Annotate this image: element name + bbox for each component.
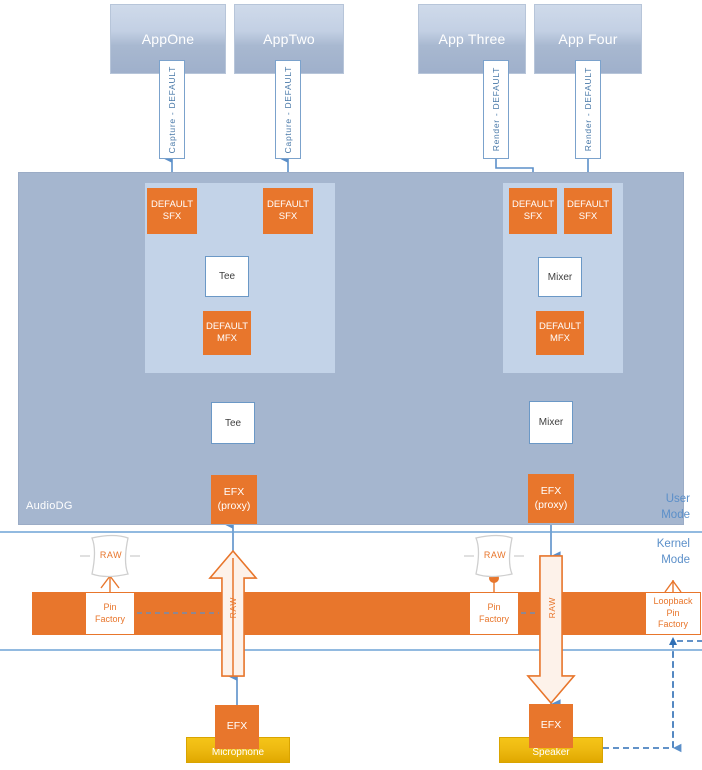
stream-box-render-appfour[interactable]: Render - DEFAULT	[575, 60, 601, 159]
sfx-line-1: DEFAULT	[150, 199, 194, 211]
mfx-line-2: MFX	[216, 333, 238, 344]
node-label: Tee	[218, 271, 236, 282]
raw-node-right-label: RAW	[483, 550, 507, 560]
pin-factory-line-2: Factory	[94, 613, 125, 624]
efx-label: EFX	[226, 720, 248, 733]
pin-factory-line-1: Pin	[487, 601, 501, 612]
render-default-mfx[interactable]: DEFAULT MFX	[536, 311, 584, 355]
sfx-line-1: DEFAULT	[566, 199, 610, 211]
node-label: Tee	[224, 417, 242, 429]
pin-factory-line-1: Pin	[103, 601, 117, 612]
mfx-line-1: DEFAULT	[205, 321, 249, 333]
sfx-line-1: DEFAULT	[266, 199, 310, 211]
sfx-line-2: SFX	[278, 211, 298, 222]
device-label: Microphone	[211, 747, 265, 758]
app-label: AppTwo	[263, 31, 315, 47]
app-box-appthree[interactable]: App Three	[418, 4, 526, 74]
loopback-arrowhead	[669, 637, 677, 645]
loopback-line-1: Loopback	[653, 595, 693, 606]
raw-arrow-left-label: RAW	[228, 597, 238, 619]
capture-default-sfx-2[interactable]: DEFAULT SFX	[263, 188, 313, 234]
efx-line-2: (proxy)	[534, 498, 568, 511]
stream-label: Render - DEFAULT	[491, 67, 501, 152]
node-label: Mixer	[547, 271, 573, 283]
user-mode-line-2: Mode	[661, 508, 690, 521]
kernel-mode-line-1: Kernel	[656, 538, 690, 550]
pin-factory-line-2: Factory	[478, 613, 509, 624]
sfx-line-1: DEFAULT	[511, 199, 555, 211]
user-mode-label: User Mode	[661, 492, 690, 523]
sfx-line-2: SFX	[523, 211, 543, 222]
user-mode-line-1: User	[665, 493, 690, 505]
stream-box-render-appthree[interactable]: Render - DEFAULT	[483, 60, 509, 159]
stream-label: Capture - DEFAULT	[167, 65, 177, 154]
node-label: Mixer	[538, 417, 564, 428]
efx-line-1: EFX	[540, 485, 562, 498]
stream-label: Render - DEFAULT	[583, 67, 593, 152]
capture-default-mfx[interactable]: DEFAULT MFX	[203, 311, 251, 355]
stream-box-capture-apptwo[interactable]: Capture - DEFAULT	[275, 60, 301, 159]
pin-factory-render[interactable]: Pin Factory	[469, 592, 519, 635]
stream-label: Capture - DEFAULT	[283, 65, 293, 154]
render-mixer-inner[interactable]: Mixer	[538, 257, 582, 297]
device-label: Speaker	[532, 747, 570, 758]
pin-factory-capture[interactable]: Pin Factory	[85, 592, 135, 635]
app-label: AppOne	[141, 31, 195, 47]
efx-line-1: EFX	[223, 486, 245, 499]
render-efx-proxy[interactable]: EFX (proxy)	[528, 474, 574, 523]
efx-label: EFX	[540, 719, 562, 732]
capture-efx-proxy[interactable]: EFX (proxy)	[211, 475, 257, 524]
capture-tee-inner[interactable]: Tee	[205, 256, 249, 297]
raw-node-left-label: RAW	[99, 550, 123, 560]
render-mixer-outer[interactable]: Mixer	[529, 401, 573, 444]
stream-box-capture-appone[interactable]: Capture - DEFAULT	[159, 60, 185, 159]
kernel-mode-label: Kernel Mode	[657, 537, 690, 568]
capture-tee-outer[interactable]: Tee	[211, 402, 255, 444]
app-label: App Three	[438, 31, 506, 47]
app-label: App Four	[558, 31, 618, 47]
render-default-sfx-1[interactable]: DEFAULT SFX	[509, 188, 557, 234]
sfx-line-2: SFX	[162, 211, 182, 222]
raw-arrow-right-label: RAW	[547, 597, 557, 619]
kernel-mode-line-2: Mode	[661, 553, 690, 566]
sfx-line-2: SFX	[578, 211, 598, 222]
raw-node-connector-dot	[489, 573, 499, 583]
loopback-line-3: Factory	[657, 619, 688, 630]
loopback-line-2: Pin	[666, 607, 680, 618]
efx-line-2: (proxy)	[217, 499, 251, 512]
render-default-sfx-2[interactable]: DEFAULT SFX	[564, 188, 612, 234]
audiodg-label: AudioDG	[26, 500, 73, 512]
mfx-line-2: MFX	[549, 333, 571, 344]
speaker-efx[interactable]: EFX	[529, 704, 573, 748]
microphone-efx[interactable]: EFX	[215, 705, 259, 749]
capture-default-sfx-1[interactable]: DEFAULT SFX	[147, 188, 197, 234]
loopback-pin-factory[interactable]: Loopback Pin Factory	[645, 592, 701, 635]
mfx-line-1: DEFAULT	[538, 321, 582, 333]
device-microphone[interactable]: Microphone	[186, 737, 290, 763]
